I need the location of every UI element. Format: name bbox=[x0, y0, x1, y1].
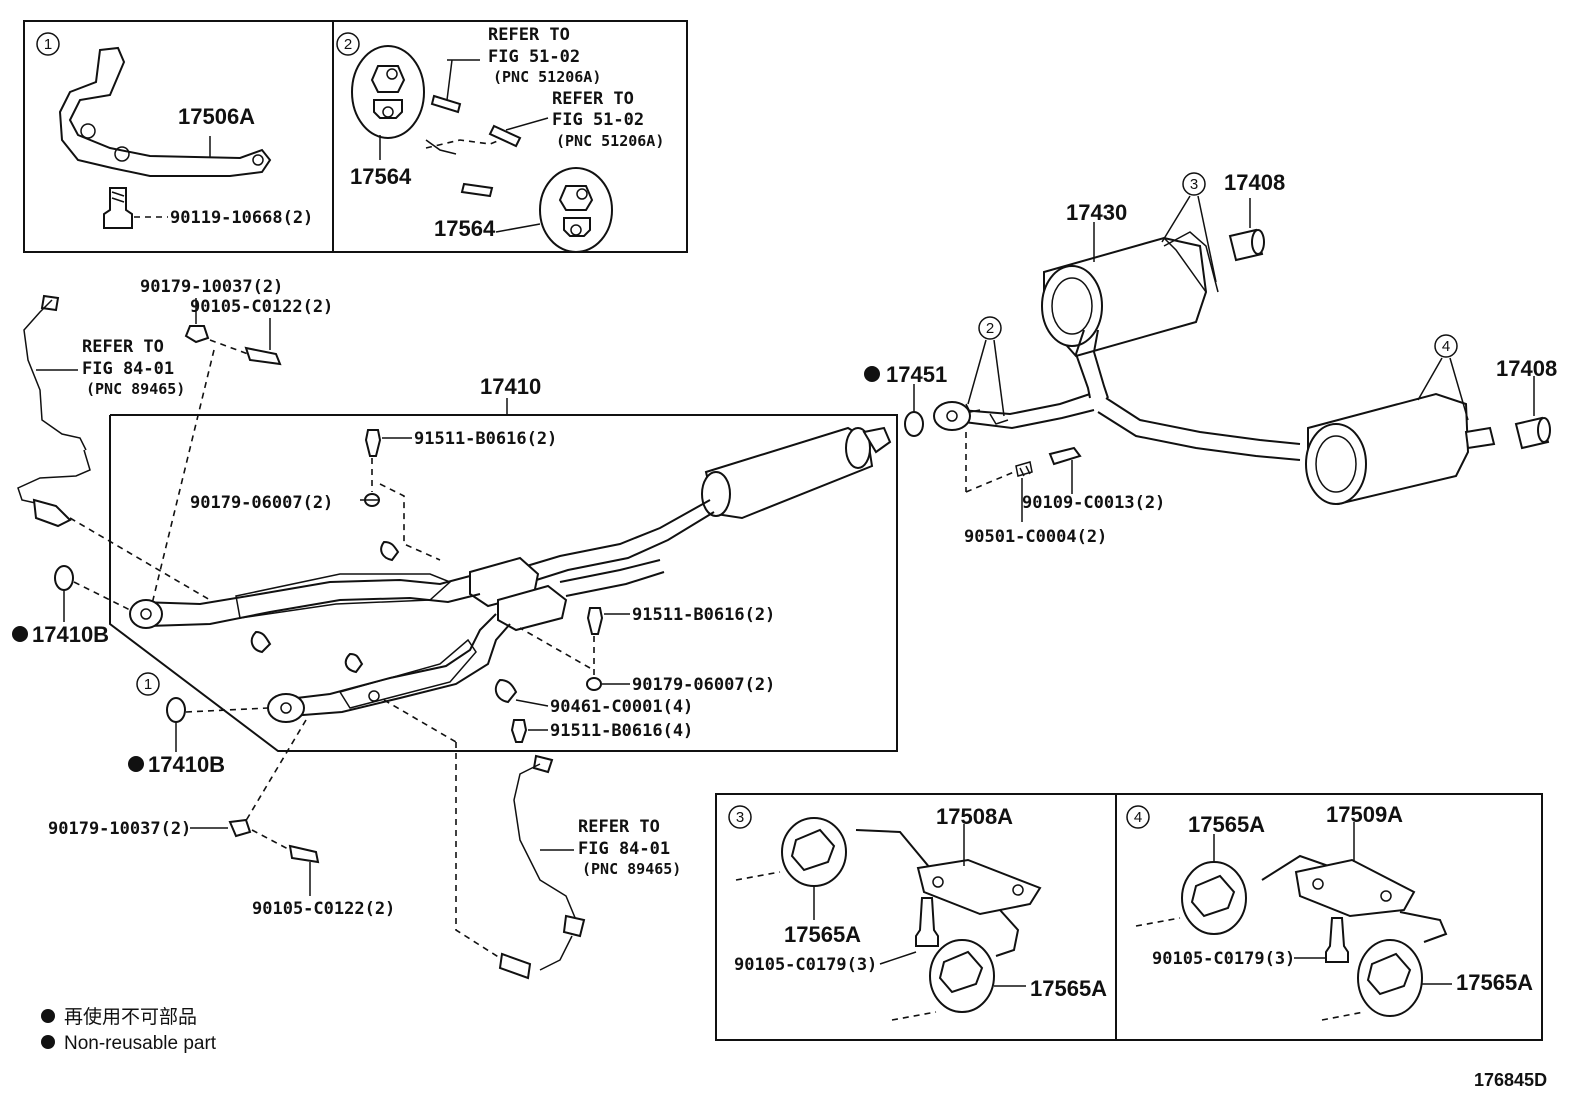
label-17565A-i4a: 17565A bbox=[1188, 812, 1265, 837]
label-17410B-b: 17410B bbox=[148, 752, 225, 777]
label-90461-c0001: 90461-C0001(4) bbox=[550, 697, 693, 717]
label-91511-a: 91511-B0616(2) bbox=[414, 429, 557, 449]
inset-3-marker: 3 bbox=[736, 809, 744, 826]
ref-a-line3: (PNC 51206A) bbox=[493, 68, 601, 86]
ref-a-line1: REFER TO bbox=[488, 25, 570, 45]
label-90105-c0122-top: 90105-C0122(2) bbox=[190, 297, 333, 317]
ref-b-line2: FIG 51-02 bbox=[552, 110, 644, 130]
inset-3: 3 17565A 17508A 90105-C0179(3) 17565A bbox=[715, 793, 1117, 1041]
label-17565A-i4b: 17565A bbox=[1456, 970, 1533, 995]
inset-2-marker: 2 bbox=[344, 36, 352, 53]
ref-sensor-lower-3: (PNC 89465) bbox=[582, 860, 681, 878]
front-pipe-assembly: 17410 bbox=[109, 374, 898, 752]
circle-marker-1: 1 bbox=[144, 676, 152, 693]
legend-bullet-en bbox=[41, 1035, 55, 1049]
label-90179-06007-a: 90179-06007(2) bbox=[190, 493, 333, 513]
figure-id: 176845D bbox=[1474, 1070, 1547, 1090]
label-17565A-i3a: 17565A bbox=[784, 922, 861, 947]
label-17508A: 17508A bbox=[936, 804, 1013, 829]
inset-4: 4 17565A 17509A 90105-C0179(3) 17565A bbox=[1115, 793, 1543, 1041]
label-17408-a: 17408 bbox=[1224, 170, 1285, 195]
ref-sensor-upper-2: FIG 84-01 bbox=[82, 359, 174, 379]
label-17564-b: 17564 bbox=[434, 216, 496, 241]
legend: 再使用不可部品 Non-reusable part bbox=[41, 1006, 217, 1054]
legend-jp: 再使用不可部品 bbox=[64, 1006, 197, 1028]
circle-marker-4: 4 bbox=[1442, 338, 1450, 355]
label-17506A: 17506A bbox=[178, 104, 255, 129]
label-90109-c0013: 90109-C0013(2) bbox=[1022, 493, 1165, 513]
label-90119-10668: 90119-10668(2) bbox=[170, 208, 313, 228]
rear-muffler-assembly: 17430 3 17408 4 17408 2 bbox=[864, 170, 1557, 547]
legend-bullet-jp bbox=[41, 1009, 55, 1023]
label-17408-b: 17408 bbox=[1496, 356, 1557, 381]
label-17410B-a: 17410B bbox=[32, 622, 109, 647]
inset-1: 1 17506A 90119-10668(2) bbox=[23, 20, 334, 253]
label-90179-06007-b: 90179-06007(2) bbox=[632, 675, 775, 695]
inset-4-marker: 4 bbox=[1134, 809, 1142, 826]
label-90179-10037-bottom: 90179-10037(2) bbox=[48, 819, 191, 839]
label-17451: 17451 bbox=[886, 362, 947, 387]
circle-marker-2: 2 bbox=[986, 320, 994, 337]
ref-sensor-upper-1: REFER TO bbox=[82, 337, 164, 357]
circle-marker-3: 3 bbox=[1190, 176, 1198, 193]
ref-b-line1: REFER TO bbox=[552, 89, 634, 109]
label-17509A: 17509A bbox=[1326, 802, 1403, 827]
ref-sensor-lower-1: REFER TO bbox=[578, 817, 660, 837]
label-17410: 17410 bbox=[480, 374, 541, 399]
label-17564-a: 17564 bbox=[350, 164, 412, 189]
ref-a-line2: FIG 51-02 bbox=[488, 47, 580, 67]
label-90179-10037-top: 90179-10037(2) bbox=[140, 277, 283, 297]
label-90105-c0179-i4: 90105-C0179(3) bbox=[1152, 949, 1295, 969]
label-90501-c0004: 90501-C0004(2) bbox=[964, 527, 1107, 547]
label-90105-c0122-bottom: 90105-C0122(2) bbox=[252, 899, 395, 919]
ref-b-line3: (PNC 51206A) bbox=[556, 132, 664, 150]
label-90105-c0179-i3: 90105-C0179(3) bbox=[734, 955, 877, 975]
ref-sensor-upper-3: (PNC 89465) bbox=[86, 380, 185, 398]
inset-1-marker: 1 bbox=[44, 36, 52, 53]
label-17430: 17430 bbox=[1066, 200, 1127, 225]
legend-en: Non-reusable part bbox=[64, 1033, 217, 1054]
left-side-parts: REFER TO FIG 84-01 (PNC 89465) 17410B 90… bbox=[12, 277, 681, 980]
inset-2: 2 17564 REFER TO FIG 51-02 (PNC 51206A) … bbox=[332, 20, 688, 253]
label-91511-b: 91511-B0616(2) bbox=[632, 605, 775, 625]
ref-sensor-lower-2: FIG 84-01 bbox=[578, 839, 670, 859]
label-91511-c: 91511-B0616(4) bbox=[550, 721, 693, 741]
label-17565A-i3b: 17565A bbox=[1030, 976, 1107, 1001]
